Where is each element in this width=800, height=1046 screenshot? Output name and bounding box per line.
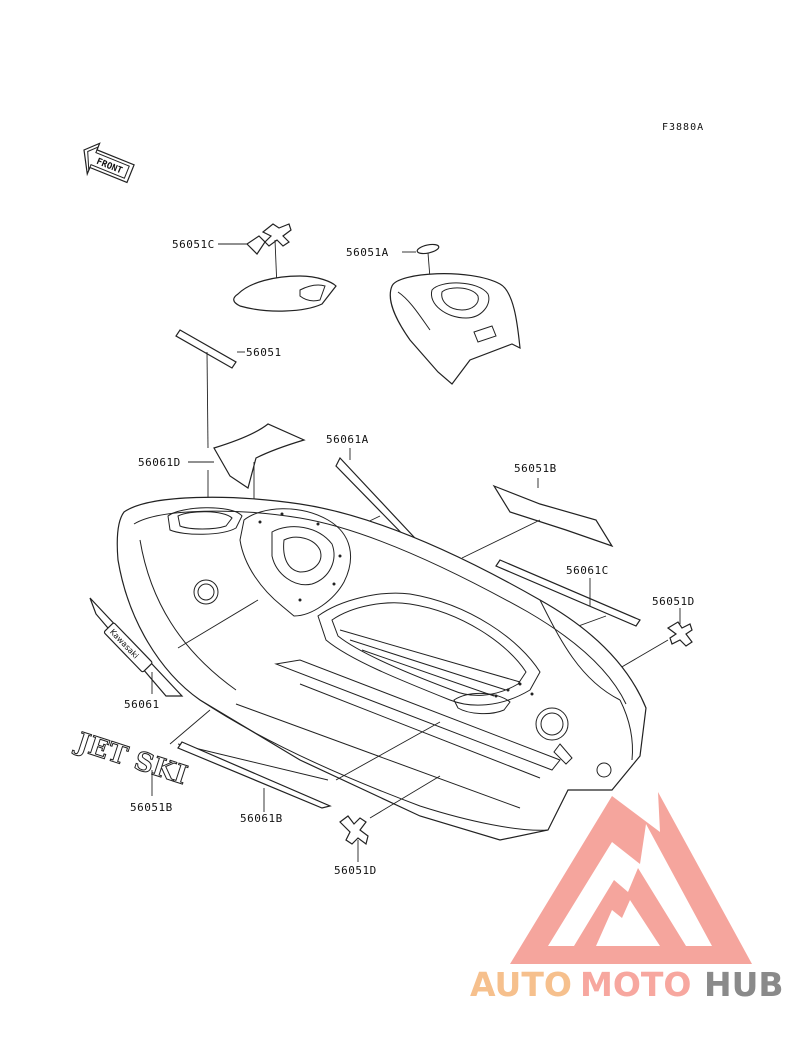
leader-56051d-bottom-hull xyxy=(369,775,441,819)
badge-56051d-bottom xyxy=(339,815,369,846)
front-arrow-icon: FRONT xyxy=(83,142,135,184)
callout-56061b: 56061B xyxy=(240,812,283,825)
callout-56061: 56061 xyxy=(124,698,160,711)
watermark-moto: MOTO xyxy=(580,965,691,1004)
watermark-logo-icon xyxy=(510,792,752,964)
callout-56051b-bottom: 56051B xyxy=(130,801,173,814)
hull xyxy=(116,496,647,841)
leader-56051d-right-hull xyxy=(619,639,669,669)
callout-56061d: 56061D xyxy=(138,456,181,469)
watermark-wordmark: AUTO MOTO HUB xyxy=(470,965,784,1004)
callout-56051c: 56051C xyxy=(172,238,215,251)
stripe-56051 xyxy=(175,329,237,369)
callout-56051: 56051 xyxy=(246,346,282,359)
jetski-decal-text: JET SKI xyxy=(71,727,191,791)
callout-56051b-top: 56051B xyxy=(514,462,557,475)
badge-56051d-right xyxy=(666,621,693,647)
decal-56061c xyxy=(495,559,641,627)
decal-56051b-bottom: JET SKI xyxy=(70,726,191,791)
leader-56051-down xyxy=(206,351,209,449)
decal-56061d xyxy=(213,423,306,489)
leader-56051b-bottom-hull2 xyxy=(177,743,329,781)
callout-56051a: 56051A xyxy=(346,246,389,259)
callout-56061c: 56061C xyxy=(566,564,609,577)
badge-56051a xyxy=(416,243,440,255)
leader-56061-hull xyxy=(177,599,259,649)
decal-56061b xyxy=(177,741,332,809)
badge-56051c xyxy=(246,223,292,255)
callout-56061a: 56061A xyxy=(326,433,369,446)
upper-cowl xyxy=(389,273,521,385)
callout-56051d-right: 56051D xyxy=(652,595,695,608)
leader-56061b-hull xyxy=(335,721,441,781)
callout-56051d-bottom: 56051D xyxy=(334,864,377,877)
decal-56051b-top xyxy=(492,484,614,548)
leader-56051b-bottom-hull xyxy=(169,709,211,745)
glove-box-lid xyxy=(233,275,337,312)
leader-56051b-hull xyxy=(461,519,541,559)
watermark-hub: HUB xyxy=(704,965,784,1004)
figure-code: F3880A xyxy=(662,122,704,133)
watermark-auto: AUTO xyxy=(470,965,572,1004)
